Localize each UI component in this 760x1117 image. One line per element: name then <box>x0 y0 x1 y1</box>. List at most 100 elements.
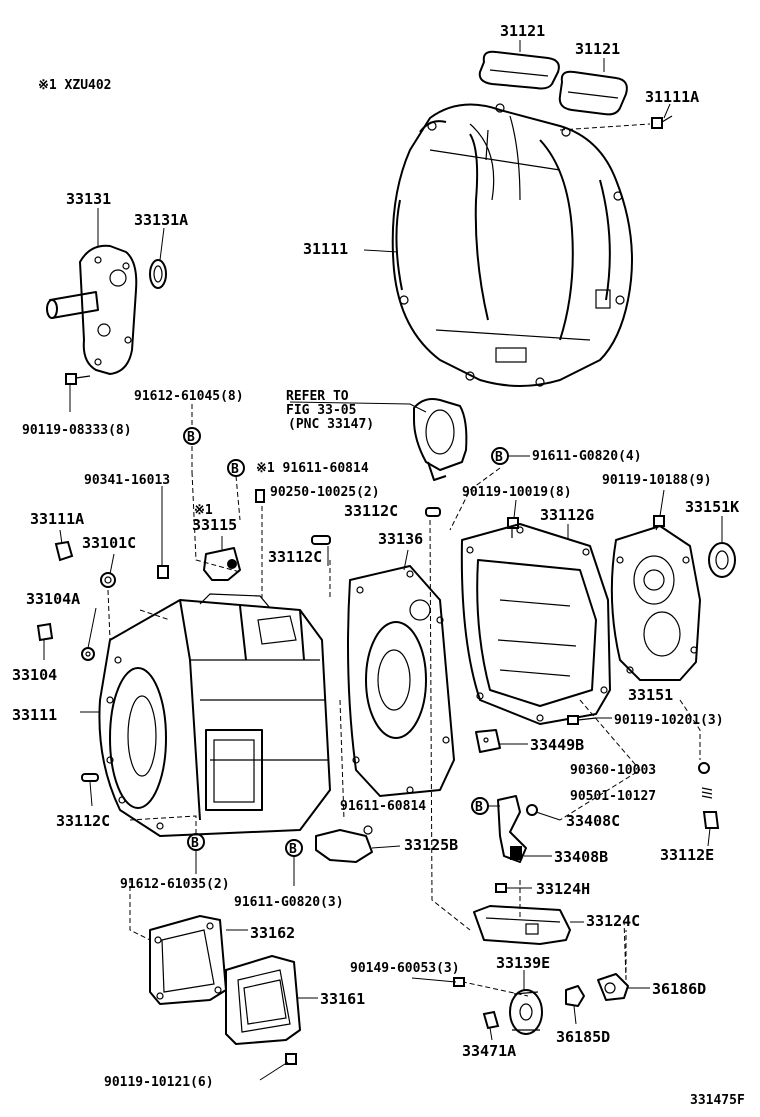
refer-note-line2: FIG 33-05 <box>286 403 356 418</box>
callout-33161: 33161 <box>320 990 365 1008</box>
dowel-33112C-mid[interactable] <box>311 535 331 545</box>
plug-33104[interactable] <box>36 622 54 642</box>
callout-33471A: 33471A <box>462 1042 516 1060</box>
callout-33124C: 33124C <box>586 912 640 930</box>
callout-33408B: 33408B <box>554 848 608 866</box>
inspection-cover-left[interactable] <box>478 50 560 90</box>
extension-case[interactable] <box>460 523 611 725</box>
callout-90360-10003: 90360-10003 <box>570 763 656 778</box>
callout-91611-G0820-4: 91611-G0820(4) <box>532 449 642 464</box>
callout-33112E: 33112E <box>660 846 714 864</box>
callout-33131A: 33131A <box>134 211 188 229</box>
bolt-31111A-top[interactable] <box>651 115 673 129</box>
svg-text:B: B <box>191 836 199 851</box>
callout-33115-mark: ※1 <box>194 503 213 518</box>
callout-91611-G0820-3: 91611-G0820(3) <box>234 895 344 910</box>
diagram-code: 331475F <box>690 1093 745 1108</box>
callout-90119-10201: 90119-10201(3) <box>614 713 724 728</box>
callout-33408C: 33408C <box>566 812 620 830</box>
callout-33131: 33131 <box>66 190 111 208</box>
clutch-housing[interactable] <box>391 103 633 387</box>
bracket-33125B[interactable] <box>315 825 373 863</box>
callout-90119-10019: 90119-10019(8) <box>462 485 572 500</box>
callout-91611-60814-low: 91611-60814 <box>340 799 426 814</box>
cover-33161[interactable] <box>225 955 301 1045</box>
spring-90501-10127[interactable] <box>701 787 713 799</box>
gear-36185D[interactable] <box>565 985 585 1007</box>
callout-33139E: 33139E <box>496 954 550 972</box>
dowel-33112C-low[interactable] <box>81 773 99 782</box>
header-note: ※1 XZU402 <box>38 78 112 93</box>
bearing-retainer-part[interactable] <box>413 398 468 481</box>
shift-lever-33115[interactable] <box>203 547 241 581</box>
callout-33136: 33136 <box>378 530 423 548</box>
bolt-90119-10019[interactable] <box>507 517 519 538</box>
plug-90360-10003[interactable] <box>698 762 710 774</box>
cover-33124C[interactable] <box>473 905 571 945</box>
intermediate-plate[interactable] <box>347 565 455 797</box>
ref-marker-b-1: B <box>183 427 201 445</box>
callout-31111A-top: 31111A <box>645 88 699 106</box>
callout-33449B: 33449B <box>530 736 584 754</box>
callout-31111: 31111 <box>303 240 348 258</box>
callout-33162: 33162 <box>250 924 295 942</box>
dowel-33112C-upper[interactable] <box>425 507 441 517</box>
bolt-33124H[interactable] <box>495 883 507 893</box>
callout-90119-08333: 90119-08333(8) <box>22 423 132 438</box>
callout-33111: 33111 <box>12 706 57 724</box>
callout-33112C-low: 33112C <box>56 812 110 830</box>
leader-31111A-top <box>559 123 651 131</box>
rear-cover[interactable] <box>610 525 701 681</box>
oil-seal-33131A[interactable] <box>149 259 167 289</box>
callout-33112C-mid: 33112C <box>268 548 322 566</box>
bracket-33449B[interactable] <box>475 729 501 753</box>
callout-90119-10188: 90119-10188(9) <box>602 473 712 488</box>
gasket-33101C[interactable] <box>100 572 116 588</box>
inspection-cover-right[interactable] <box>558 70 628 116</box>
callout-33112G: 33112G <box>540 506 594 524</box>
bolt-90119-10121[interactable] <box>285 1053 297 1065</box>
leader-31111 <box>363 249 399 253</box>
ref-marker-b-2: B <box>227 459 245 477</box>
gasket-33104A[interactable] <box>81 647 95 661</box>
bolt-90119-08333[interactable] <box>65 373 91 385</box>
pin-90250-10025[interactable] <box>255 489 265 503</box>
callout-33151: 33151 <box>628 686 673 704</box>
speedometer-sensor-33408C[interactable] <box>526 804 538 816</box>
speedometer-sensor-33408B[interactable] <box>497 795 527 863</box>
callout-36186D: 36186D <box>652 980 706 998</box>
bolt-90119-10201[interactable] <box>567 715 597 725</box>
gear-33139E[interactable] <box>509 989 543 1035</box>
callout-33125B: 33125B <box>404 836 458 854</box>
svg-text:B: B <box>187 430 195 445</box>
callout-91612-61045: 91612-61045(8) <box>134 389 244 404</box>
oil-seal-33151K[interactable] <box>708 542 736 578</box>
ref-marker-b-6: B <box>285 839 303 857</box>
plug-33112E[interactable] <box>702 811 720 829</box>
bolt-90341-16013[interactable] <box>157 565 169 579</box>
callout-90341-16013: 90341-16013 <box>84 473 170 488</box>
callout-91612-61035: 91612-61035(2) <box>120 877 230 892</box>
svg-text:B: B <box>495 450 503 465</box>
cover-gasket-33162[interactable] <box>149 915 227 1005</box>
callout-91611-60814-top: ※1 91611-60814 <box>256 461 369 476</box>
callout-33112C-upper: 33112C <box>344 502 398 520</box>
transmission-case[interactable] <box>98 593 331 837</box>
callout-90250-10025: 90250-10025(2) <box>270 485 380 500</box>
refer-note-line3: (PNC 33147) <box>288 417 374 432</box>
callout-labels: 31121 31121 31111A 31111 33131 33131A 90… <box>12 22 745 1108</box>
callout-33111A: 33111A <box>30 510 84 528</box>
ref-marker-b-3: B <box>491 447 509 465</box>
callout-33104: 33104 <box>12 666 57 684</box>
callout-90501-10127: 90501-10127 <box>570 789 656 804</box>
callout-33104A: 33104A <box>26 590 80 608</box>
callout-31121-b: 31121 <box>575 40 620 58</box>
svg-text:B: B <box>289 842 297 857</box>
plug-33111A[interactable] <box>54 540 74 562</box>
callout-36185D: 36185D <box>556 1028 610 1046</box>
gear-36186D[interactable] <box>597 973 629 1001</box>
svg-text:B: B <box>475 800 483 815</box>
seal-33471A[interactable] <box>482 1010 500 1030</box>
extension-housing[interactable] <box>46 244 138 375</box>
